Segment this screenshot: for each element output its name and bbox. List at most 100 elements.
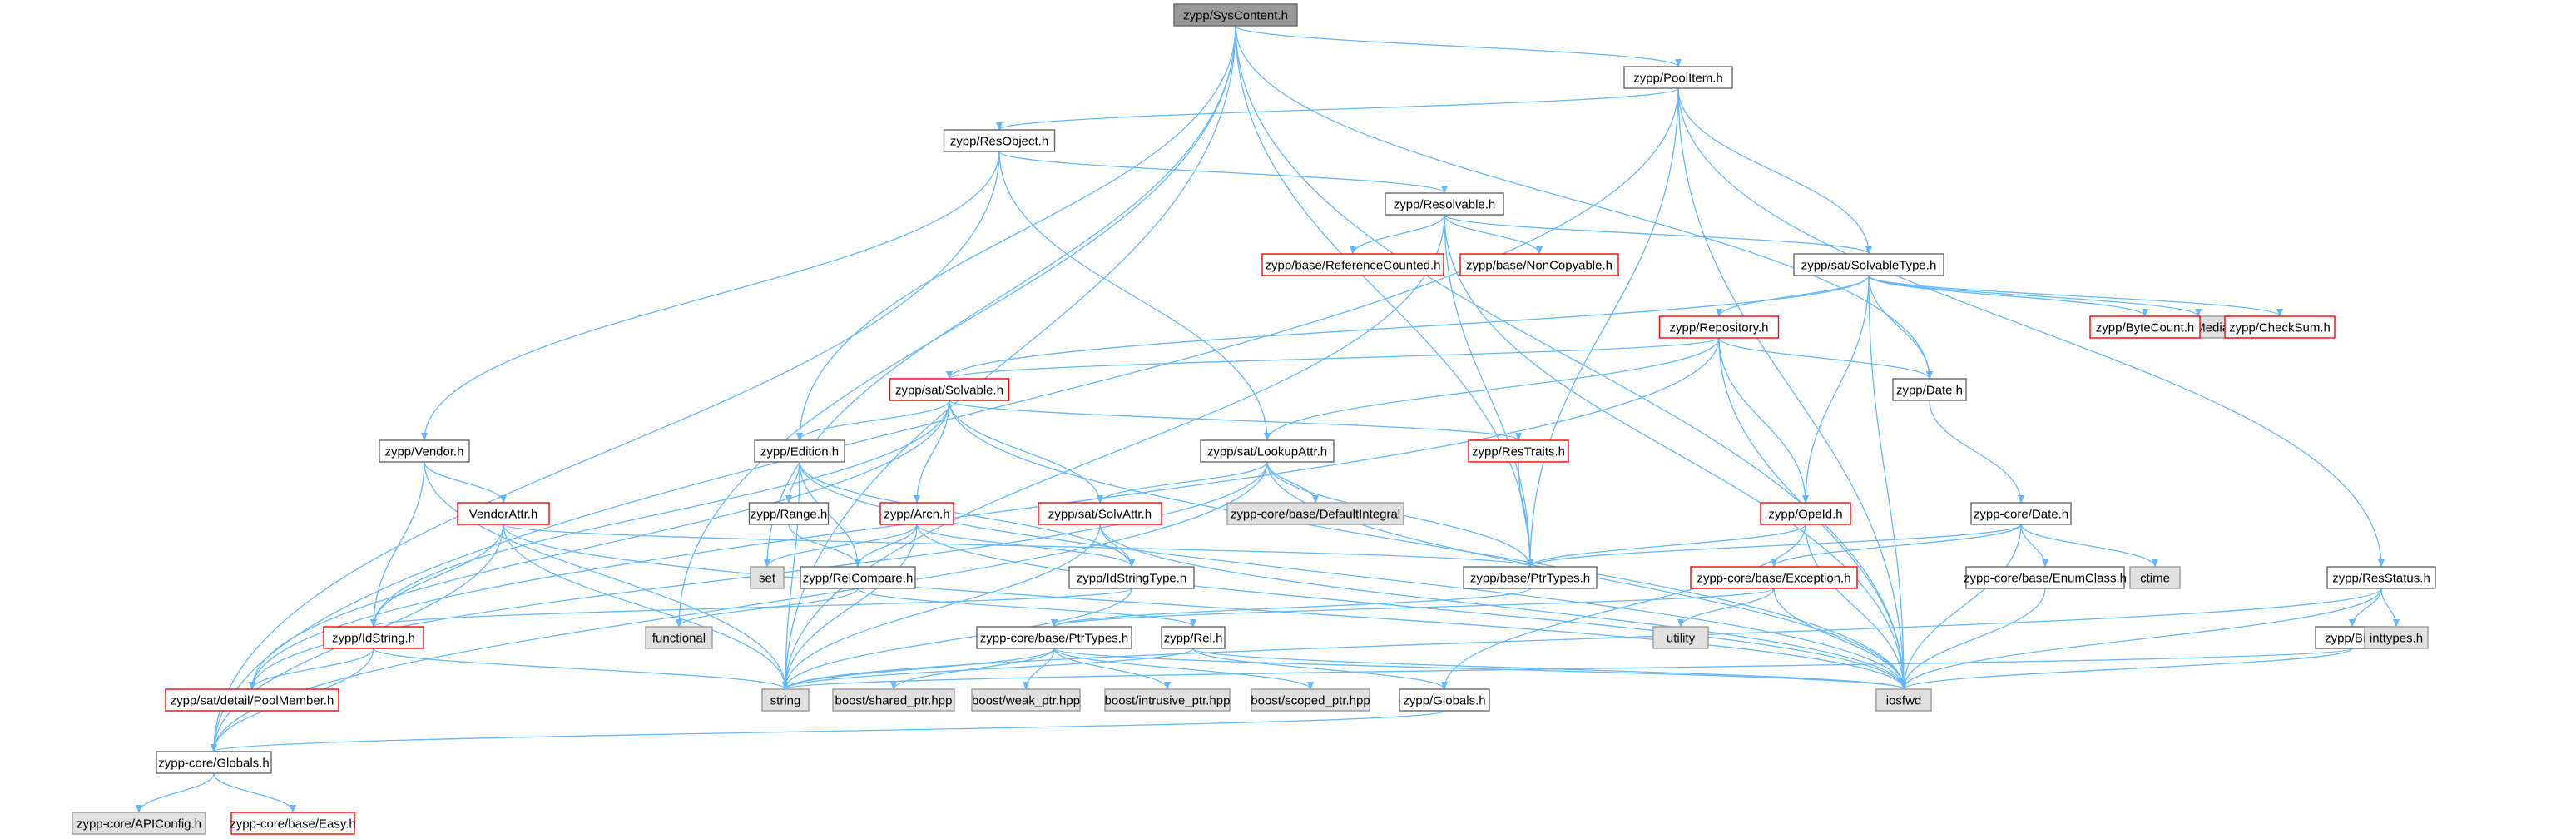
edge-solvable-to-edition	[796, 400, 950, 441]
edge-syscontent-to-date	[1235, 25, 1933, 380]
node-label: zypp/IdString.h	[332, 632, 415, 646]
node-zypp-core-base-enumclass-h[interactable]: zypp-core/base/EnumClass.h	[1964, 566, 2127, 589]
node-label: zypp/RelCompare.h	[803, 572, 914, 586]
node-zypp-range-h[interactable]: zypp/Range.h	[748, 502, 830, 525]
edge-lookupattr-to-solvattr	[1097, 461, 1268, 504]
edge-range-to-relcompare	[788, 524, 861, 568]
edge-rel-to-string	[782, 648, 1194, 690]
edge-vendorattr-to-idstring	[370, 524, 504, 628]
node-label: zypp/Rel.h	[1164, 632, 1223, 646]
node-label: zypp-core/base/Exception.h	[1697, 572, 1850, 586]
edge-coredate-to-ctime	[2020, 524, 2158, 568]
node-zypp-base-referencecounted-h[interactable]: zypp/base/ReferenceCounted.h	[1261, 253, 1444, 276]
edge-rel-to-globals	[1192, 648, 1448, 690]
node-box	[1965, 566, 2125, 589]
node-zypp-vendor-h[interactable]: zypp/Vendor.h	[379, 439, 470, 463]
node-zypp-base-ptrtypes-h[interactable]: zypp/base/PtrTypes.h	[1463, 566, 1598, 589]
node-label: zypp/ByteCount.h	[2096, 321, 2194, 335]
edge-edition-to-idstringtype	[799, 461, 1135, 568]
node-zypp-core-base-ptrtypes-h[interactable]: zypp-core/base/PtrTypes.h	[976, 626, 1132, 649]
node-zypp-sat-detail-poolmember-h[interactable]: zypp/sat/detail/PoolMember.h	[165, 688, 339, 712]
node-zypp-repository-h[interactable]: zypp/Repository.h	[1658, 315, 1780, 339]
node-box	[1459, 253, 1619, 276]
node-zypp-rel-h[interactable]: zypp/Rel.h	[1161, 626, 1226, 649]
node-zypp-checksum-h[interactable]: zypp/CheckSum.h	[2224, 315, 2336, 339]
node-zypp-resstatus-h[interactable]: zypp/ResStatus.h	[2326, 566, 2436, 589]
node-inttypes-h: inttypes.h	[2364, 626, 2429, 649]
edge-solvattr-to-string	[782, 524, 1101, 690]
node-vendorattr-h[interactable]: VendorAttr.h	[457, 502, 550, 525]
node-boost-shared-ptr-hpp: boost/shared_ptr.hpp	[832, 688, 955, 712]
node-zypp-sat-solvable-h[interactable]: zypp/sat/Solvable.h	[889, 378, 1010, 401]
node-zypp-edition-h[interactable]: zypp/Edition.h	[754, 439, 845, 463]
edge-solvabletype-to-checksum	[1868, 275, 2283, 317]
node-zypp-idstringtype-h[interactable]: zypp/IdStringType.h	[1068, 566, 1195, 589]
node-box	[754, 439, 845, 463]
node-set: set	[750, 566, 785, 589]
node-box	[1104, 688, 1231, 712]
node-zypp-bytecount-h[interactable]: zypp/ByteCount.h	[2089, 315, 2201, 339]
node-utility: utility	[1652, 626, 1709, 649]
node-box	[1623, 66, 1733, 89]
edge-syscontent-to-set	[764, 25, 1236, 568]
node-zypp-resobject-h[interactable]: zypp/ResObject.h	[943, 129, 1056, 152]
node-zypp-idstring-h[interactable]: zypp/IdString.h	[323, 626, 424, 649]
node-string: string	[761, 688, 810, 712]
edge-ptrtypes-to-coreptrtypes	[1051, 588, 1531, 628]
node-zypp-core-date-h[interactable]: zypp-core/Date.h	[1970, 502, 2072, 525]
node-label: zypp/sat/LookupAttr.h	[1207, 445, 1327, 459]
edge-resobject-to-coreglobals	[211, 151, 1000, 752]
edge-arch-to-iosfwd	[916, 524, 1907, 690]
edge-coredate-to-enumclass	[2020, 524, 2048, 568]
node-zypp-core-globals-h[interactable]: zypp-core/Globals.h	[156, 751, 272, 774]
node-box	[1068, 566, 1195, 589]
node-box	[1385, 192, 1504, 216]
node-zypp-arch-h[interactable]: zypp/Arch.h	[879, 502, 954, 525]
node-box	[761, 688, 810, 712]
edge-opeid-to-iosfwd	[1805, 524, 1907, 690]
node-boost-scoped-ptr-hpp: boost/scoped_ptr.hpp	[1251, 688, 1370, 712]
edge-coreptrtypes-to-intrusiveptr	[1053, 648, 1171, 690]
node-label: functional	[652, 632, 706, 646]
node-zypp-date-h[interactable]: zypp/Date.h	[1892, 378, 1967, 401]
node-zypp-sat-lookupattr-h[interactable]: zypp/sat/LookupAttr.h	[1200, 439, 1335, 463]
edge-coreptrtypes-to-sharedptr	[890, 648, 1055, 690]
edge-coredate-to-ptrtypes	[1527, 524, 2022, 568]
node-zypp-poolitem-h[interactable]: zypp/PoolItem.h	[1623, 66, 1733, 89]
node-zypp-opeid-h[interactable]: zypp/OpeId.h	[1760, 502, 1851, 525]
node-zypp-resolvable-h[interactable]: zypp/Resolvable.h	[1385, 192, 1504, 216]
edge-globals-to-coreglobals	[211, 710, 1445, 752]
edge-coreptrtypes-to-weakptr	[1023, 648, 1055, 690]
node-label: zypp/Date.h	[1896, 384, 1963, 398]
edge-solvable-to-iosfwd	[949, 400, 1907, 690]
node-zypp-base-noncopyable-h[interactable]: zypp/base/NonCopyable.h	[1459, 253, 1619, 276]
edge-resolvable-to-refcounted	[1350, 214, 1445, 255]
edge-resolvable-to-solvabletype	[1444, 214, 1872, 255]
node-label: zypp/SysContent.h	[1183, 9, 1288, 23]
node-zypp-core-base-easy-h[interactable]: zypp-core/base/Easy.h	[230, 812, 356, 835]
edge-vendorattr-to-iosfwd	[503, 524, 1907, 690]
node-label: VendorAttr.h	[469, 508, 538, 522]
node-zypp-relcompare-h[interactable]: zypp/RelCompare.h	[800, 566, 916, 589]
node-box	[1875, 688, 1932, 712]
edge-idstring-to-string	[373, 648, 789, 690]
edge-vendor-to-vendorattr	[424, 461, 507, 504]
node-zypp-core-base-exception-h[interactable]: zypp-core/base/Exception.h	[1690, 566, 1858, 589]
node-label: zypp/Repository.h	[1670, 321, 1769, 335]
edge-resolvable-to-noncopyable	[1444, 214, 1543, 255]
edge-coreglobals-to-apiconfig	[136, 772, 215, 813]
node-zypp-restraits-h[interactable]: zypp/ResTraits.h	[1468, 439, 1569, 463]
node-box	[1892, 378, 1967, 401]
node-ctime: ctime	[2129, 566, 2181, 589]
node-zypp-syscontent-h[interactable]: zypp/SysContent.h	[1173, 3, 1298, 27]
node-zypp-sat-solvattr-h[interactable]: zypp/sat/SolvAttr.h	[1038, 502, 1162, 525]
node-label: iosfwd	[1886, 694, 1922, 708]
node-zypp-sat-solvabletype-h[interactable]: zypp/sat/SolvableType.h	[1793, 253, 1944, 276]
edge-idstringtype-to-idstring	[370, 588, 1132, 628]
edge-resolvable-to-ptrtypes	[1444, 214, 1533, 568]
node-box	[230, 812, 355, 835]
node-zypp-core-apiconfig-h: zypp-core/APIConfig.h	[72, 812, 206, 835]
node-zypp-globals-h[interactable]: zypp/Globals.h	[1399, 688, 1490, 712]
node-box	[1399, 688, 1490, 712]
